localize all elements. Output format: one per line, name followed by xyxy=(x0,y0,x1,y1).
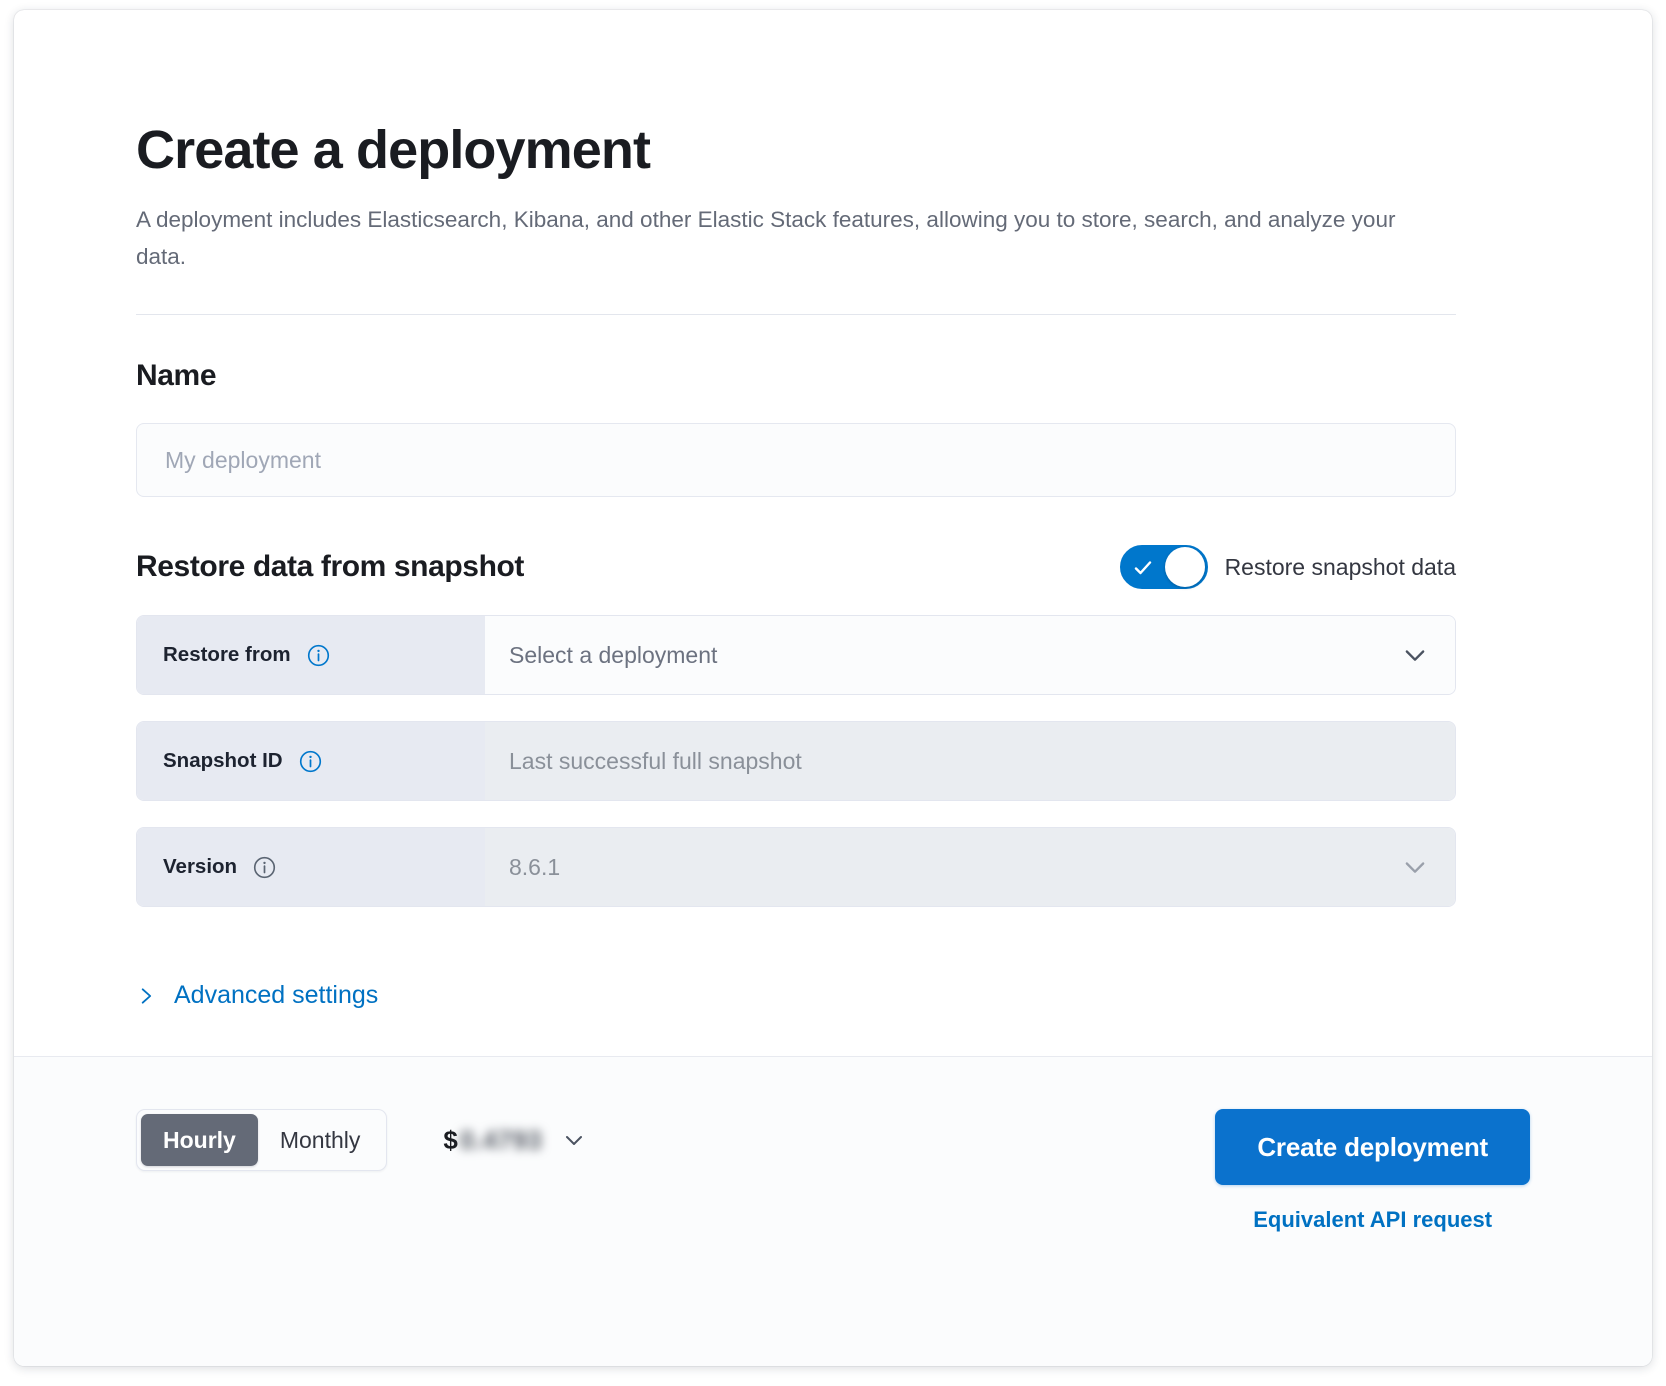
advanced-settings-label: Advanced settings xyxy=(174,981,379,1010)
restore-from-value: Select a deployment xyxy=(509,641,718,668)
price-value: 0.4793 xyxy=(459,1124,543,1155)
search-input deployment-name-input[interactable] xyxy=(163,445,1429,475)
info-icon[interactable] xyxy=(253,856,276,879)
restore-toggle-group: Restore snapshot data xyxy=(1119,545,1456,590)
advanced-settings-toggle[interactable]: Advanced settings xyxy=(136,981,378,1010)
chevron-down-icon[interactable] xyxy=(1401,853,1429,881)
billing-option-monthly-label: Monthly xyxy=(279,1126,361,1153)
restore-form-rows: Restore from Select a deployment xyxy=(136,615,1456,908)
chevron-right-icon xyxy=(136,983,156,1009)
price-breakdown-toggle[interactable]: $ 0.4793 xyxy=(443,1125,586,1156)
deployment-name-field[interactable] xyxy=(136,423,1456,498)
snapshot-id-value: Last successful full snapshot xyxy=(509,747,802,774)
chevron-down-icon[interactable] xyxy=(562,1128,586,1152)
card-body: Create a deployment A deployment include… xyxy=(14,10,1652,1056)
name-section-title: Name xyxy=(136,359,217,393)
create-deployment-button[interactable]: Create deployment xyxy=(1215,1109,1530,1185)
price-currency-symbol: $ xyxy=(443,1124,458,1155)
billing-period-segmented-control: Hourly Monthly xyxy=(136,1109,388,1171)
billing-option-monthly[interactable]: Monthly xyxy=(258,1114,383,1166)
restore-section-header: Restore data from snapshot Restore snaps… xyxy=(136,545,1456,590)
create-deployment-card: Create a deployment A deployment include… xyxy=(14,10,1652,1366)
header-divider xyxy=(136,314,1456,316)
restore-from-label-cell: Restore from xyxy=(137,616,485,695)
version-value: 8.6.1 xyxy=(509,853,561,880)
restore-section-title: Restore data from snapshot xyxy=(136,550,525,584)
snapshot-id-label: Snapshot ID xyxy=(163,749,283,773)
card-content: Create a deployment A deployment include… xyxy=(136,122,1456,1014)
page-description: A deployment includes Elasticsearch, Kib… xyxy=(136,206,1396,270)
toggle-knob xyxy=(1164,547,1205,588)
version-value-cell[interactable]: 8.6.1 xyxy=(485,828,1455,907)
billing-option-hourly[interactable]: Hourly xyxy=(141,1114,258,1166)
restore-from-row[interactable]: Restore from Select a deployment xyxy=(136,615,1456,696)
version-label-cell: Version xyxy=(137,828,485,907)
page-title: Create a deployment xyxy=(136,120,651,180)
version-row[interactable]: Version 8.6.1 xyxy=(136,827,1456,908)
footer-right-group: Create deployment Equivalent API request xyxy=(1215,1109,1530,1233)
restore-toggle-label: Restore snapshot data xyxy=(1224,553,1456,580)
restore-snapshot-toggle[interactable] xyxy=(1119,545,1208,590)
card-footer: Hourly Monthly $ 0.4793 xyxy=(14,1056,1652,1366)
snapshot-id-value-cell[interactable]: Last successful full snapshot xyxy=(485,722,1455,801)
billing-option-hourly-label: Hourly xyxy=(163,1126,236,1153)
snapshot-id-row[interactable]: Snapshot ID Last successful full snapsh xyxy=(136,721,1456,802)
info-icon[interactable] xyxy=(299,750,322,773)
footer-left-group: Hourly Monthly $ 0.4793 xyxy=(136,1109,586,1171)
price-amount: $ 0.4793 xyxy=(443,1125,542,1156)
restore-from-label: Restore from xyxy=(163,643,291,667)
check-icon xyxy=(1133,558,1153,578)
snapshot-id-label-cell: Snapshot ID xyxy=(137,722,485,801)
chevron-down-icon[interactable] xyxy=(1401,641,1429,669)
restore-from-value-cell[interactable]: Select a deployment xyxy=(485,616,1455,695)
info-icon[interactable] xyxy=(307,644,330,667)
version-label: Version xyxy=(163,855,238,879)
equivalent-api-request-link[interactable]: Equivalent API request xyxy=(1253,1207,1493,1232)
footer-inner: Hourly Monthly $ 0.4793 xyxy=(136,1057,1530,1233)
